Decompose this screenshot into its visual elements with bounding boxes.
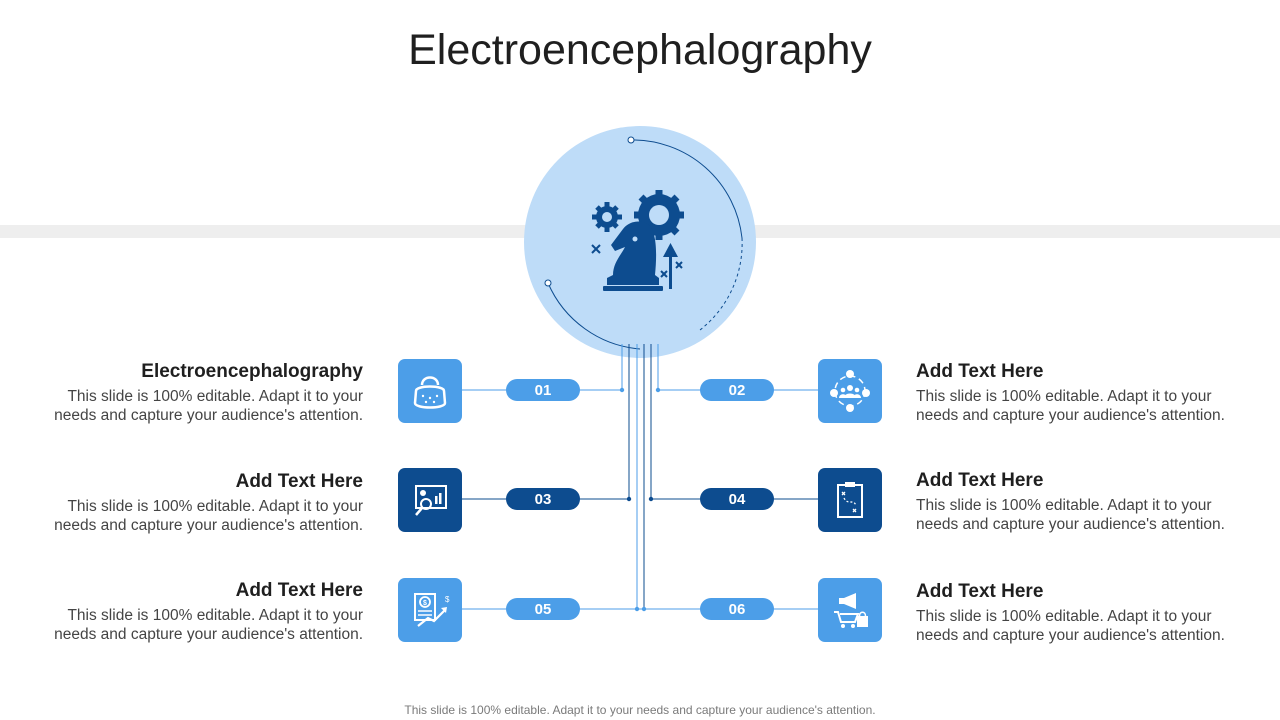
item-desc-line: This slide is 100% editable. Adapt it to…: [67, 498, 363, 515]
item-desc-line: This slide is 100% editable. Adapt it to…: [916, 608, 1212, 625]
item-06-tile: [818, 578, 882, 642]
marketing-cart-icon: [834, 593, 868, 628]
item-01-number: 01: [506, 379, 580, 401]
item-heading: Add Text Here: [235, 580, 363, 601]
item-05-number: 05: [506, 598, 580, 620]
item-desc-line: needs and capture your audience's attent…: [54, 517, 363, 534]
item-04-text: Add Text Here This slide is 100% editabl…: [916, 470, 1246, 534]
svg-text:$: $: [445, 595, 450, 604]
footer-note: This slide is 100% editable. Adapt it to…: [404, 703, 876, 717]
item-desc-line: needs and capture your audience's attent…: [54, 626, 363, 643]
item-desc-line: This slide is 100% editable. Adapt it to…: [916, 388, 1212, 405]
item-heading: Add Text Here: [916, 470, 1044, 491]
item-05-text: Add Text Here This slide is 100% editabl…: [33, 580, 363, 644]
item-06-text: Add Text Here This slide is 100% editabl…: [916, 581, 1246, 645]
item-desc-line: needs and capture your audience's attent…: [916, 516, 1225, 533]
item-02-tile: [818, 359, 882, 423]
item-heading: Add Text Here: [235, 471, 363, 492]
team-cycle-icon: [830, 370, 870, 412]
page-title: Electroencephalography: [408, 26, 872, 74]
presentation-search-icon: [415, 485, 447, 516]
item-desc-line: needs and capture your audience's attent…: [916, 627, 1225, 644]
item-04-number: 04: [700, 488, 774, 510]
item-desc-line: This slide is 100% editable. Adapt it to…: [67, 388, 363, 405]
item-01-text: Electroencephalography This slide is 100…: [33, 361, 363, 425]
chess-knight-gears-icon: [591, 190, 684, 291]
item-03-number: 03: [506, 488, 580, 510]
item-desc-line: This slide is 100% editable. Adapt it to…: [916, 497, 1212, 514]
item-desc-line: needs and capture your audience's attent…: [916, 407, 1225, 424]
item-desc-line: This slide is 100% editable. Adapt it to…: [67, 607, 363, 624]
item-desc-line: needs and capture your audience's attent…: [54, 407, 363, 424]
item-06-number: 06: [700, 598, 774, 620]
item-03-text: Add Text Here This slide is 100% editabl…: [33, 471, 363, 535]
item-01-tile: [398, 359, 462, 423]
item-05-tile: $ $: [398, 578, 462, 642]
item-02-text: Add Text Here This slide is 100% editabl…: [916, 361, 1246, 425]
clipboard-strategy-icon: [837, 482, 863, 518]
handbag-icon: [413, 376, 447, 409]
svg-text:$: $: [423, 600, 427, 607]
item-heading: Add Text Here: [916, 361, 1044, 382]
item-heading: Add Text Here: [916, 581, 1044, 602]
item-04-tile: [818, 468, 882, 532]
item-03-tile: [398, 468, 462, 532]
item-02-number: 02: [700, 379, 774, 401]
finance-growth-icon: $ $: [414, 593, 450, 627]
item-heading: Electroencephalography: [141, 361, 363, 382]
